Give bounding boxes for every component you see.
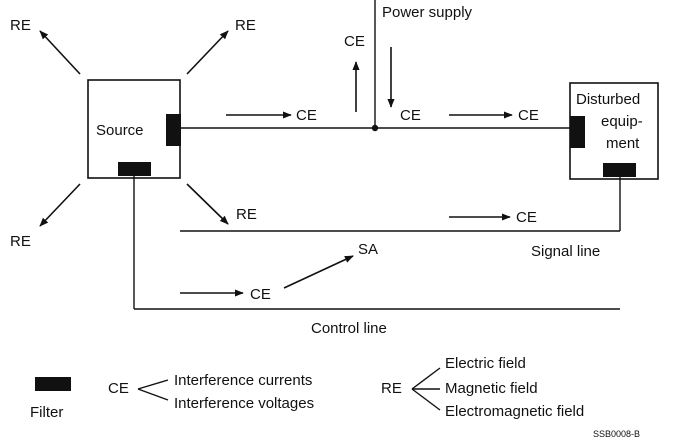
sa-label: SA: [358, 241, 378, 258]
source-output-filter: [166, 114, 181, 146]
ce-power-label: CE: [344, 33, 365, 50]
disturbed-label-line-2: equip-: [601, 113, 643, 130]
signal-line-label: Signal line: [531, 243, 600, 260]
ce-signal-label: CE: [516, 209, 537, 226]
ce-main-label-left: CE: [296, 107, 317, 124]
legend-ce-item-currents: Interference currents: [174, 372, 312, 389]
disturbed-label-line-3: ment: [606, 135, 640, 152]
junction-dot: [372, 125, 378, 131]
disturbed-bottom-filter: [603, 163, 636, 177]
legend-filter-label: Filter: [30, 404, 63, 421]
re-arrow-bottom-right: [187, 184, 228, 224]
re-label-top-left: RE: [10, 17, 31, 34]
disturbed-input-filter: [570, 116, 585, 148]
power-supply-label: Power supply: [382, 4, 473, 21]
legend-re-item-magnetic: Magnetic field: [445, 380, 538, 397]
re-arrow-top-right: [187, 31, 228, 74]
legend-ce-item-voltages: Interference voltages: [174, 395, 314, 412]
disturbed-label-line-1: Disturbed: [576, 91, 640, 108]
re-arrow-bottom-left: [40, 184, 80, 226]
legend-re-branch-bottom: [412, 389, 440, 410]
ce-control-label: CE: [250, 286, 271, 303]
ce-main-label-mid: CE: [400, 107, 421, 124]
legend-filter-swatch: [35, 377, 71, 391]
legend-re-item-electromagnetic: Electromagnetic field: [445, 403, 584, 420]
source-bottom-filter: [118, 162, 151, 176]
re-label-bottom-right: RE: [236, 206, 257, 223]
ce-main-label-right: CE: [518, 107, 539, 124]
legend-ce-branch-top: [138, 380, 168, 389]
legend-ce-branch-bottom: [138, 389, 168, 400]
legend-re-branch-top: [412, 368, 440, 389]
legend-re-abbr: RE: [381, 380, 402, 397]
legend-re-item-electric: Electric field: [445, 355, 526, 372]
re-label-bottom-left: RE: [10, 233, 31, 250]
re-arrow-top-left: [40, 31, 80, 74]
legend-ce-abbr: CE: [108, 380, 129, 397]
source-label: Source: [96, 122, 144, 139]
sa-arrow: [284, 256, 353, 288]
figure-code: SSB0008-B: [593, 429, 640, 439]
control-line-label: Control line: [311, 320, 387, 337]
re-label-top-right: RE: [235, 17, 256, 34]
